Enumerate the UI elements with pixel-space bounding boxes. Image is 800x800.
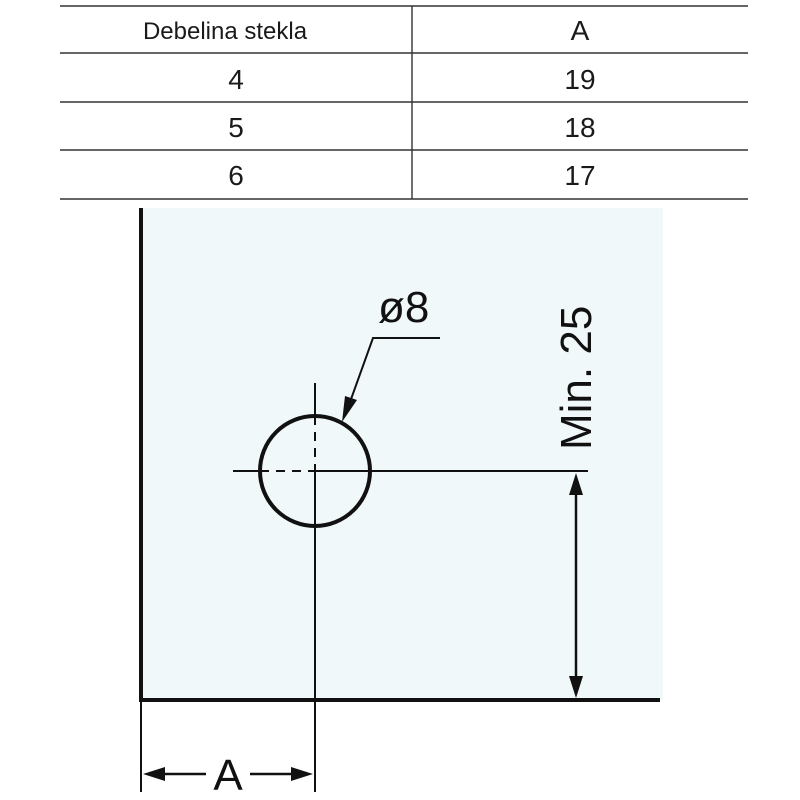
- diameter-label: ø8: [378, 283, 429, 332]
- table-cell-a: 18: [564, 112, 595, 143]
- vertical-dim-arrow-bottom: [569, 676, 583, 698]
- table-cell-thickness: 6: [228, 160, 244, 191]
- diameter-leader-line: [349, 337, 440, 403]
- table-cell-a: 19: [564, 64, 595, 95]
- thickness-table: Debelina stekla A 4 19 5 18 6 17: [60, 5, 748, 200]
- table-cell-thickness: 4: [228, 64, 244, 95]
- table-header-a: A: [571, 15, 590, 46]
- horizontal-dim-arrow-right: [291, 767, 313, 781]
- horizontal-dim-label: A: [213, 751, 243, 800]
- table-cell-a: 17: [564, 160, 595, 191]
- diameter-leader-arrowhead: [342, 396, 357, 422]
- vertical-dim-label: Min. 25: [552, 306, 601, 450]
- glass-panel: [141, 208, 663, 700]
- table-header-thickness: Debelina stekla: [143, 18, 308, 45]
- horizontal-dim-arrow-left: [143, 767, 165, 781]
- table-cell-thickness: 5: [228, 112, 244, 143]
- vertical-dim-arrow-top: [569, 473, 583, 495]
